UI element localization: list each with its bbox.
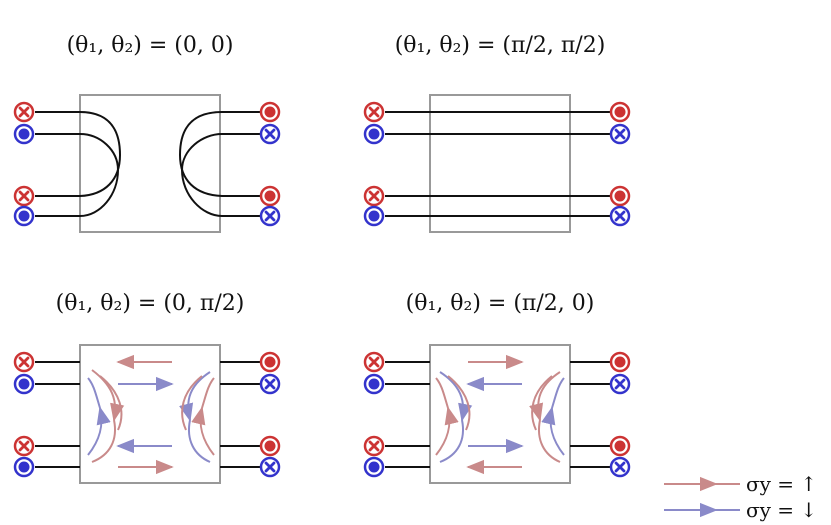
circle-dot-icon <box>363 373 385 395</box>
spin-down-arrow <box>179 371 211 422</box>
circle-cross-icon <box>609 205 631 227</box>
panel-p0 <box>385 344 618 484</box>
circle-cross-icon <box>363 351 385 373</box>
spin-down-arrow <box>188 419 211 463</box>
legend: σy = ↑ σy = ↓ <box>664 472 817 522</box>
panel-pp <box>385 94 618 233</box>
circle-cross-icon <box>259 456 281 478</box>
wire <box>178 111 268 197</box>
circle-dot-icon <box>609 351 631 373</box>
spin-up-arrow <box>538 419 561 463</box>
spin-up-arrow <box>91 369 125 422</box>
circle-dot-icon <box>13 456 35 478</box>
panel-00 <box>35 94 268 233</box>
circle-dot-icon <box>13 205 35 227</box>
spin-up-arrow <box>435 377 449 409</box>
circle-cross-icon <box>259 373 281 395</box>
panel-title-00: (θ₁, θ₂) = (0, 0) <box>67 33 234 58</box>
spin-down-arrow <box>87 377 101 409</box>
circle-dot-icon <box>609 101 631 123</box>
circle-dot-icon <box>259 351 281 373</box>
scattering-box <box>429 344 571 484</box>
circle-cross-icon <box>609 123 631 145</box>
spin-down-arrow <box>439 371 473 422</box>
spin-up-arrow <box>91 419 116 463</box>
scattering-box <box>79 344 221 484</box>
circle-cross-icon <box>259 123 281 145</box>
circle-dot-icon <box>259 435 281 457</box>
spin-down-arrow <box>87 406 111 456</box>
spin-down-arrow <box>541 406 565 456</box>
spin-up-arrow <box>531 375 553 431</box>
panel-title-0p: (θ₁, θ₂) = (0, π/2) <box>56 291 245 316</box>
spin-up-arrow <box>201 377 215 409</box>
panel-0p <box>35 344 268 484</box>
circle-dot-icon <box>363 456 385 478</box>
circle-cross-icon <box>363 101 385 123</box>
circle-cross-icon <box>363 185 385 207</box>
legend-down-label: σy = ↓ <box>746 498 817 522</box>
scattering-box <box>429 94 571 233</box>
circle-cross-icon <box>609 456 631 478</box>
circle-cross-icon <box>13 435 35 457</box>
circle-dot-icon <box>609 435 631 457</box>
circle-dot-icon <box>259 185 281 207</box>
spin-up-arrow <box>99 375 123 431</box>
panel-title-p0: (θ₁, θ₂) = (π/2, 0) <box>406 291 595 316</box>
terminals <box>13 101 631 478</box>
legend-up-label: σy = ↑ <box>746 472 817 496</box>
spin-up-arrow <box>191 406 215 456</box>
spin-up-arrow <box>181 375 203 431</box>
circle-dot-icon <box>13 123 35 145</box>
circle-dot-icon <box>363 123 385 145</box>
circle-dot-icon <box>13 373 35 395</box>
circle-cross-icon <box>13 185 35 207</box>
circle-dot-icon <box>259 101 281 123</box>
wire <box>35 133 120 217</box>
spin-down-arrow <box>439 419 464 463</box>
circle-cross-icon <box>13 351 35 373</box>
spin-down-arrow <box>551 377 565 409</box>
circle-cross-icon <box>13 101 35 123</box>
spin-up-arrow <box>447 375 471 431</box>
circle-dot-icon <box>363 205 385 227</box>
circle-cross-icon <box>363 435 385 457</box>
circle-cross-icon <box>259 205 281 227</box>
wire <box>180 133 268 217</box>
scattering-box <box>79 94 221 233</box>
circle-dot-icon <box>609 185 631 207</box>
wire <box>35 111 122 197</box>
panel-title-pp: (θ₁, θ₂) = (π/2, π/2) <box>395 33 606 58</box>
spin-up-arrow <box>529 371 561 422</box>
spin-up-arrow <box>435 406 459 456</box>
circle-cross-icon <box>609 373 631 395</box>
